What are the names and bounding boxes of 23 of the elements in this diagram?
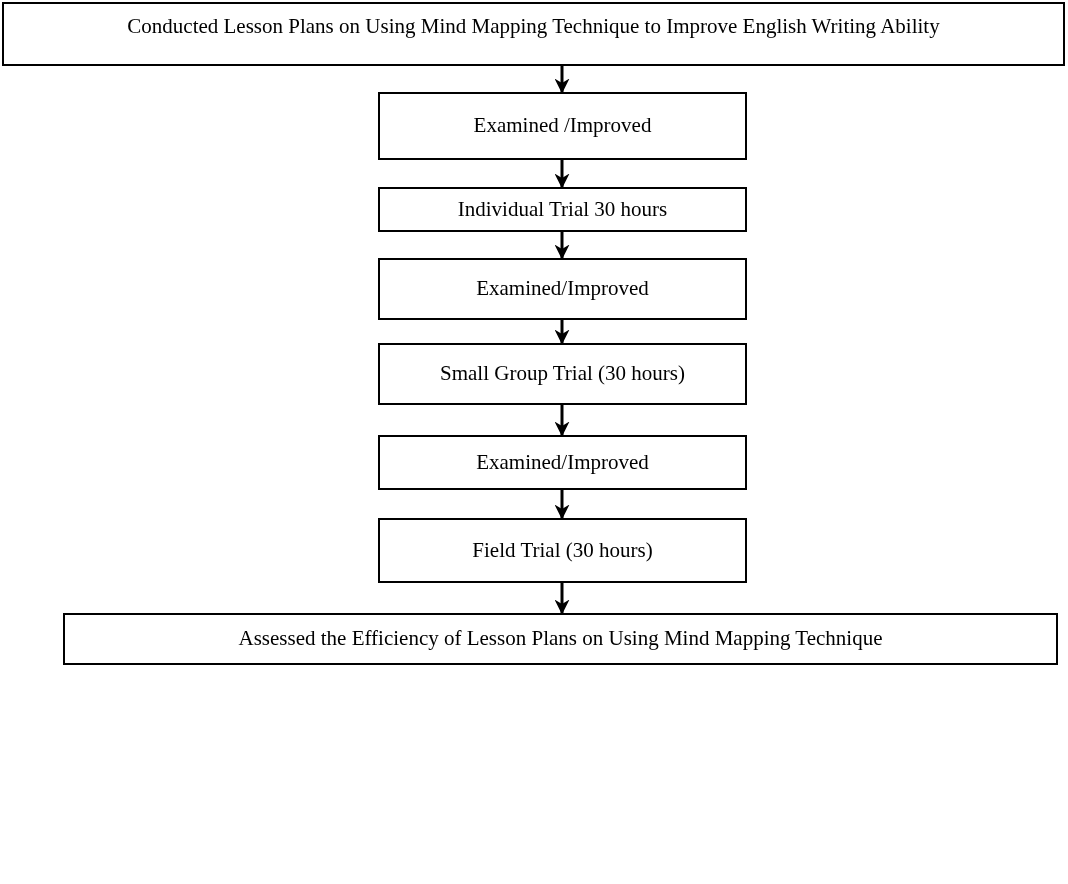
process-box bbox=[63, 613, 1058, 665]
process-box bbox=[378, 435, 747, 490]
process-box bbox=[378, 518, 747, 583]
arrow bbox=[554, 66, 570, 94]
arrow bbox=[554, 160, 570, 189]
arrow bbox=[554, 405, 570, 437]
process-box bbox=[378, 187, 747, 232]
step-text: Field Trial (30 hours) bbox=[472, 537, 653, 564]
step-text: Individual Trial 30 hours bbox=[457, 196, 668, 223]
step-text: Small Group Trial (30 hours) bbox=[440, 361, 685, 387]
step-text: Conducted Lesson Plans on Using Mind Mapping Technique to Improve English Writing Ability bbox=[127, 14, 940, 40]
step-text: Examined/Improved bbox=[476, 276, 649, 302]
step-text: Examined /Improved bbox=[473, 113, 652, 139]
process-box bbox=[378, 92, 747, 160]
process-box bbox=[378, 343, 747, 405]
arrow bbox=[554, 490, 570, 520]
step-text: Examined/Improved bbox=[476, 449, 649, 476]
arrow bbox=[554, 320, 570, 345]
arrow bbox=[554, 583, 570, 615]
process-box bbox=[378, 258, 747, 320]
arrow bbox=[554, 232, 570, 260]
process-box bbox=[2, 2, 1065, 66]
step-text: Assessed the Efficiency of Lesson Plans on Using Mind Mapping Technique bbox=[238, 626, 883, 652]
